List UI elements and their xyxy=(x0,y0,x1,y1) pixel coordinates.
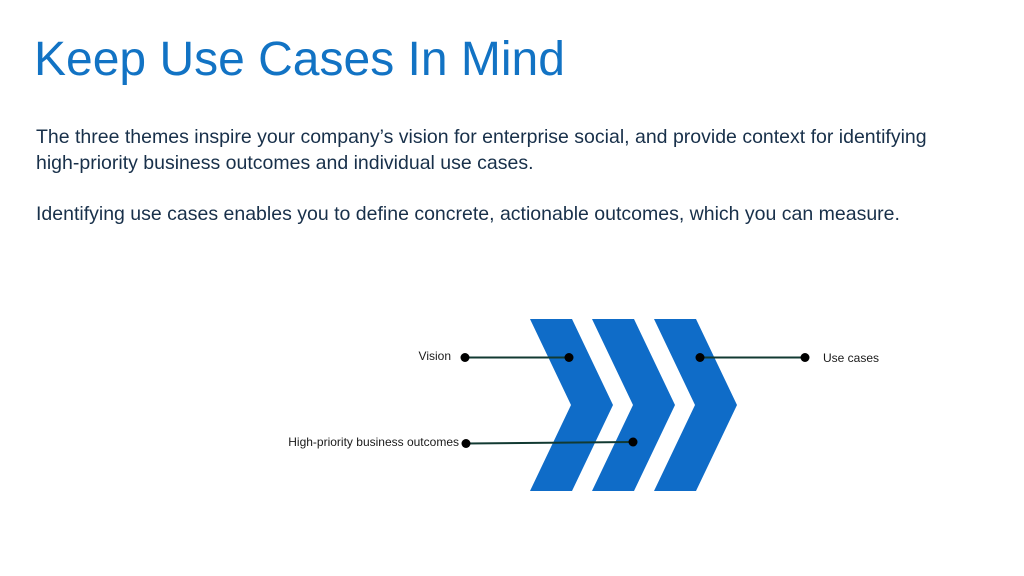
intro-paragraph: The three themes inspire your company’s … xyxy=(36,126,927,174)
outcomes-connector-line xyxy=(465,441,634,445)
use-cases-connector xyxy=(695,353,810,362)
chevron-1 xyxy=(530,319,613,491)
use-cases-connector-start-dot xyxy=(695,353,705,362)
vision-connector-start-dot xyxy=(460,353,470,362)
use-cases-paragraph: Identifying use cases enables you to def… xyxy=(36,203,900,225)
chevron-group xyxy=(530,319,737,491)
outcomes-connector-end-dot xyxy=(628,437,638,447)
vision-label: Vision xyxy=(419,349,451,363)
vision-connector-end-dot xyxy=(564,353,574,362)
outcomes-label: High-priority business outcomes xyxy=(288,435,459,449)
use-cases-connector-end-dot xyxy=(800,353,810,362)
slide-title: Keep Use Cases In Mind xyxy=(34,33,565,86)
chevron-3 xyxy=(654,319,737,491)
use-cases-label: Use cases xyxy=(823,351,879,365)
vision-connector xyxy=(460,353,574,362)
outcomes-connector xyxy=(461,437,638,448)
chevron-2 xyxy=(592,319,675,491)
outcomes-connector-start-dot xyxy=(461,439,471,448)
